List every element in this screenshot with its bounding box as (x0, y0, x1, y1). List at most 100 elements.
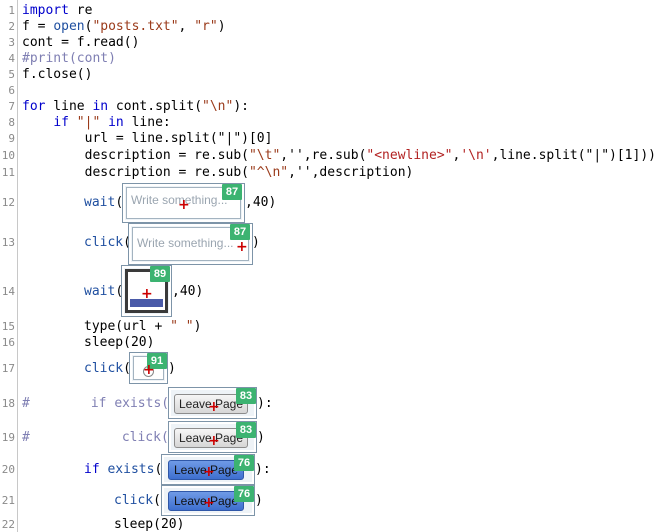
image-pattern-thumbnail[interactable]: Write something... 87 + (128, 223, 253, 265)
string-literal: "|" (76, 115, 101, 130)
code-line-12[interactable]: wait( (22, 195, 123, 210)
text-field-placeholder: Write something... (137, 236, 234, 250)
code-text: ) (193, 319, 202, 334)
code-text: ( (115, 195, 124, 210)
image-pattern-thumbnail[interactable]: 91 + (129, 352, 168, 384)
code-line-13[interactable]: click( (22, 235, 131, 250)
code-text: description = re.sub( (22, 165, 249, 180)
line-number: 8 (8, 116, 15, 129)
keyword: in (92, 99, 109, 114)
sikuli-click-function: click (84, 361, 124, 376)
code-text: ,'',description) (288, 165, 414, 180)
code-text: ,40) (245, 195, 277, 210)
code-text: sleep(20) (84, 335, 155, 350)
code-text: re (68, 3, 93, 18)
comment-hash: # (22, 396, 30, 411)
code-line-17[interactable]: click( (22, 361, 131, 376)
string-literal: "posts.txt" (92, 19, 179, 34)
code-text: ( (153, 493, 161, 508)
string-literal: " " (170, 319, 194, 334)
keyword: if (90, 396, 107, 411)
string-literal: '\n' (460, 148, 492, 163)
image-pattern-thumbnail[interactable]: Write something... 87 + (122, 183, 245, 223)
line-number: 5 (8, 68, 15, 81)
code-text: ,40) (172, 284, 204, 299)
code-text: ): (233, 99, 249, 114)
target-offset-icon[interactable]: + (143, 362, 155, 378)
line-number: 20 (1, 463, 15, 476)
code-text: ( (123, 361, 131, 376)
code-text: cont.split( (108, 99, 203, 114)
code-line-5[interactable]: f.close() (22, 67, 93, 82)
image-pattern-thumbnail[interactable]: Leave Page 83 + (168, 421, 257, 453)
line-number: 6 (8, 84, 15, 97)
dialog-footer-bar (130, 299, 163, 307)
code-line-16[interactable]: sleep(20) (22, 335, 154, 350)
leave-page-button-preview: Leave Page (174, 428, 248, 448)
similarity-score-badge: 87 (222, 184, 242, 200)
code-line-4-comment[interactable]: #print(cont) (22, 51, 116, 66)
code-line-22[interactable]: sleep(20) (22, 517, 184, 532)
sikuli-exists-function: exists (107, 462, 155, 477)
line-number: 12 (1, 196, 15, 209)
string-literal: "\t" (248, 148, 281, 163)
line-number: 7 (8, 100, 15, 113)
code-line-15[interactable]: type(url + " ") (22, 319, 201, 334)
code-line-20[interactable]: if exists( (22, 462, 162, 477)
similarity-score-badge: 91 (147, 353, 167, 369)
keyword: for (22, 99, 46, 114)
image-pattern-thumbnail[interactable]: Leave Page 76 + (161, 485, 255, 516)
line-number: 14 (1, 285, 15, 298)
line-number: 1 (8, 4, 15, 17)
line-number: 10 (1, 149, 15, 162)
leave-page-button-preview: Leave Page (174, 394, 248, 414)
code-line-14[interactable]: wait( (22, 284, 123, 299)
code-line-9[interactable]: url = line.split("|")[0] (22, 131, 273, 146)
target-offset-icon[interactable]: + (203, 464, 215, 480)
line-number: 2 (8, 20, 15, 33)
line-number: 22 (1, 518, 15, 531)
code-text: ( (154, 462, 163, 477)
code-text: exists (114, 396, 162, 411)
similarity-score-badge: 76 (234, 486, 254, 502)
code-text: sleep(20) (114, 517, 185, 532)
code-line-19-comment[interactable]: #click( (22, 430, 169, 445)
code-text: ,line.split("|")[1])) (491, 148, 656, 163)
image-pattern-thumbnail[interactable]: Leave Page 83 + (168, 387, 257, 419)
code-text: ( (123, 235, 131, 250)
thumbnail-preview: Write something... (132, 227, 249, 261)
target-offset-icon[interactable]: + (236, 239, 248, 255)
image-pattern-thumbnail[interactable]: Leave Page 76 + (161, 454, 255, 485)
code-text: ) (168, 361, 176, 376)
code-line-8[interactable]: if "|" in line: (22, 115, 170, 130)
code-line-10[interactable]: description = re.sub("\t",'',re.sub("<ne… (22, 148, 656, 163)
code-line-7[interactable]: for line in cont.split("\n"): (22, 99, 249, 114)
leave-page-button-preview: Leave Page (168, 460, 244, 480)
target-offset-icon[interactable]: + (203, 495, 215, 511)
code-text (100, 115, 108, 130)
sikuli-wait-function: wait (84, 195, 116, 210)
code-line-18-comment[interactable]: #if exists( (22, 396, 169, 411)
sikuli-click-function: click (84, 235, 124, 250)
code-line-11[interactable]: description = re.sub("^\n",'',descriptio… (22, 165, 414, 180)
similarity-score-badge: 83 (236, 422, 256, 438)
target-offset-icon[interactable]: + (141, 286, 153, 302)
code-text: , (178, 19, 195, 34)
code-text: click (121, 430, 161, 445)
code-text: ) (217, 19, 226, 34)
similarity-score-badge: 87 (230, 224, 250, 240)
target-offset-icon[interactable]: + (178, 197, 190, 213)
code-line-1[interactable]: import re (22, 3, 92, 18)
text-field-placeholder: Write something... (131, 193, 228, 207)
image-pattern-thumbnail[interactable]: 89 + (121, 265, 172, 317)
code-line-3[interactable]: cont = f.read() (22, 35, 140, 50)
similarity-score-badge: 76 (234, 455, 254, 471)
line-number: 9 (8, 132, 15, 145)
line-number: 17 (1, 362, 15, 375)
code-line-21[interactable]: click( (22, 493, 161, 508)
similarity-score-badge: 89 (150, 266, 170, 282)
target-offset-icon[interactable]: + (208, 433, 220, 449)
target-offset-icon[interactable]: + (208, 399, 220, 415)
code-line-2[interactable]: f = open("posts.txt", "r") (22, 19, 226, 34)
keyword: if (53, 115, 69, 130)
